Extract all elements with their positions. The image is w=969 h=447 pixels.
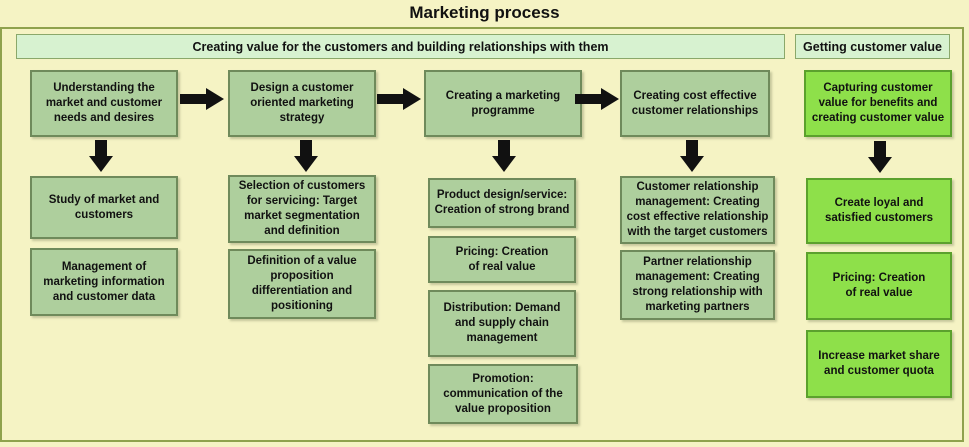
col4-item-1-box: Customer relationship management: Creati…	[620, 176, 775, 244]
col2-item-2-box: Definition of a value proposition differ…	[228, 249, 376, 319]
col1-item-2-box: Management of marketing information and …	[30, 248, 178, 316]
arrow-right-icon	[377, 88, 421, 110]
col3-item-4-box: Promotion: communication of the value pr…	[428, 364, 578, 424]
col5-item-1-box: Create loyal and satisfied customers	[806, 178, 952, 244]
arrow-down-icon	[294, 140, 318, 172]
arrow-right-icon	[180, 88, 224, 110]
arrow-down-icon	[868, 141, 892, 173]
col3-item-1-box: Product design/service: Creation of stro…	[428, 178, 576, 228]
arrow-down-icon	[492, 140, 516, 172]
diagram-frame	[0, 27, 964, 442]
band-getting-value: Getting customer value	[795, 34, 950, 59]
col1-item-1-box: Study of market and customers	[30, 176, 178, 239]
col4-header-box: Creating cost effective customer relatio…	[620, 70, 770, 137]
arrow-down-icon	[680, 140, 704, 172]
col3-item-2-box: Pricing: Creation of real value	[428, 236, 576, 283]
diagram-title: Marketing process	[409, 3, 560, 22]
col2-header-box: Design a customer oriented marketing str…	[228, 70, 376, 137]
col5-item-3-box: Increase market share and customer quota	[806, 330, 952, 398]
col5-header-box: Capturing customer value for benefits an…	[804, 70, 952, 137]
arrow-right-icon	[575, 88, 619, 110]
col5-item-2-box: Pricing: Creation of real value	[806, 252, 952, 320]
band-creating-value: Creating value for the customers and bui…	[16, 34, 785, 59]
col1-header-box: Understanding the market and customer ne…	[30, 70, 178, 137]
col3-header-box: Creating a marketing programme	[424, 70, 582, 137]
col3-item-3-box: Distribution: Demand and supply chain ma…	[428, 290, 576, 357]
arrow-down-icon	[89, 140, 113, 172]
col4-item-2-box: Partner relationship management: Creatin…	[620, 250, 775, 320]
col2-item-1-box: Selection of customers for servicing: Ta…	[228, 175, 376, 243]
